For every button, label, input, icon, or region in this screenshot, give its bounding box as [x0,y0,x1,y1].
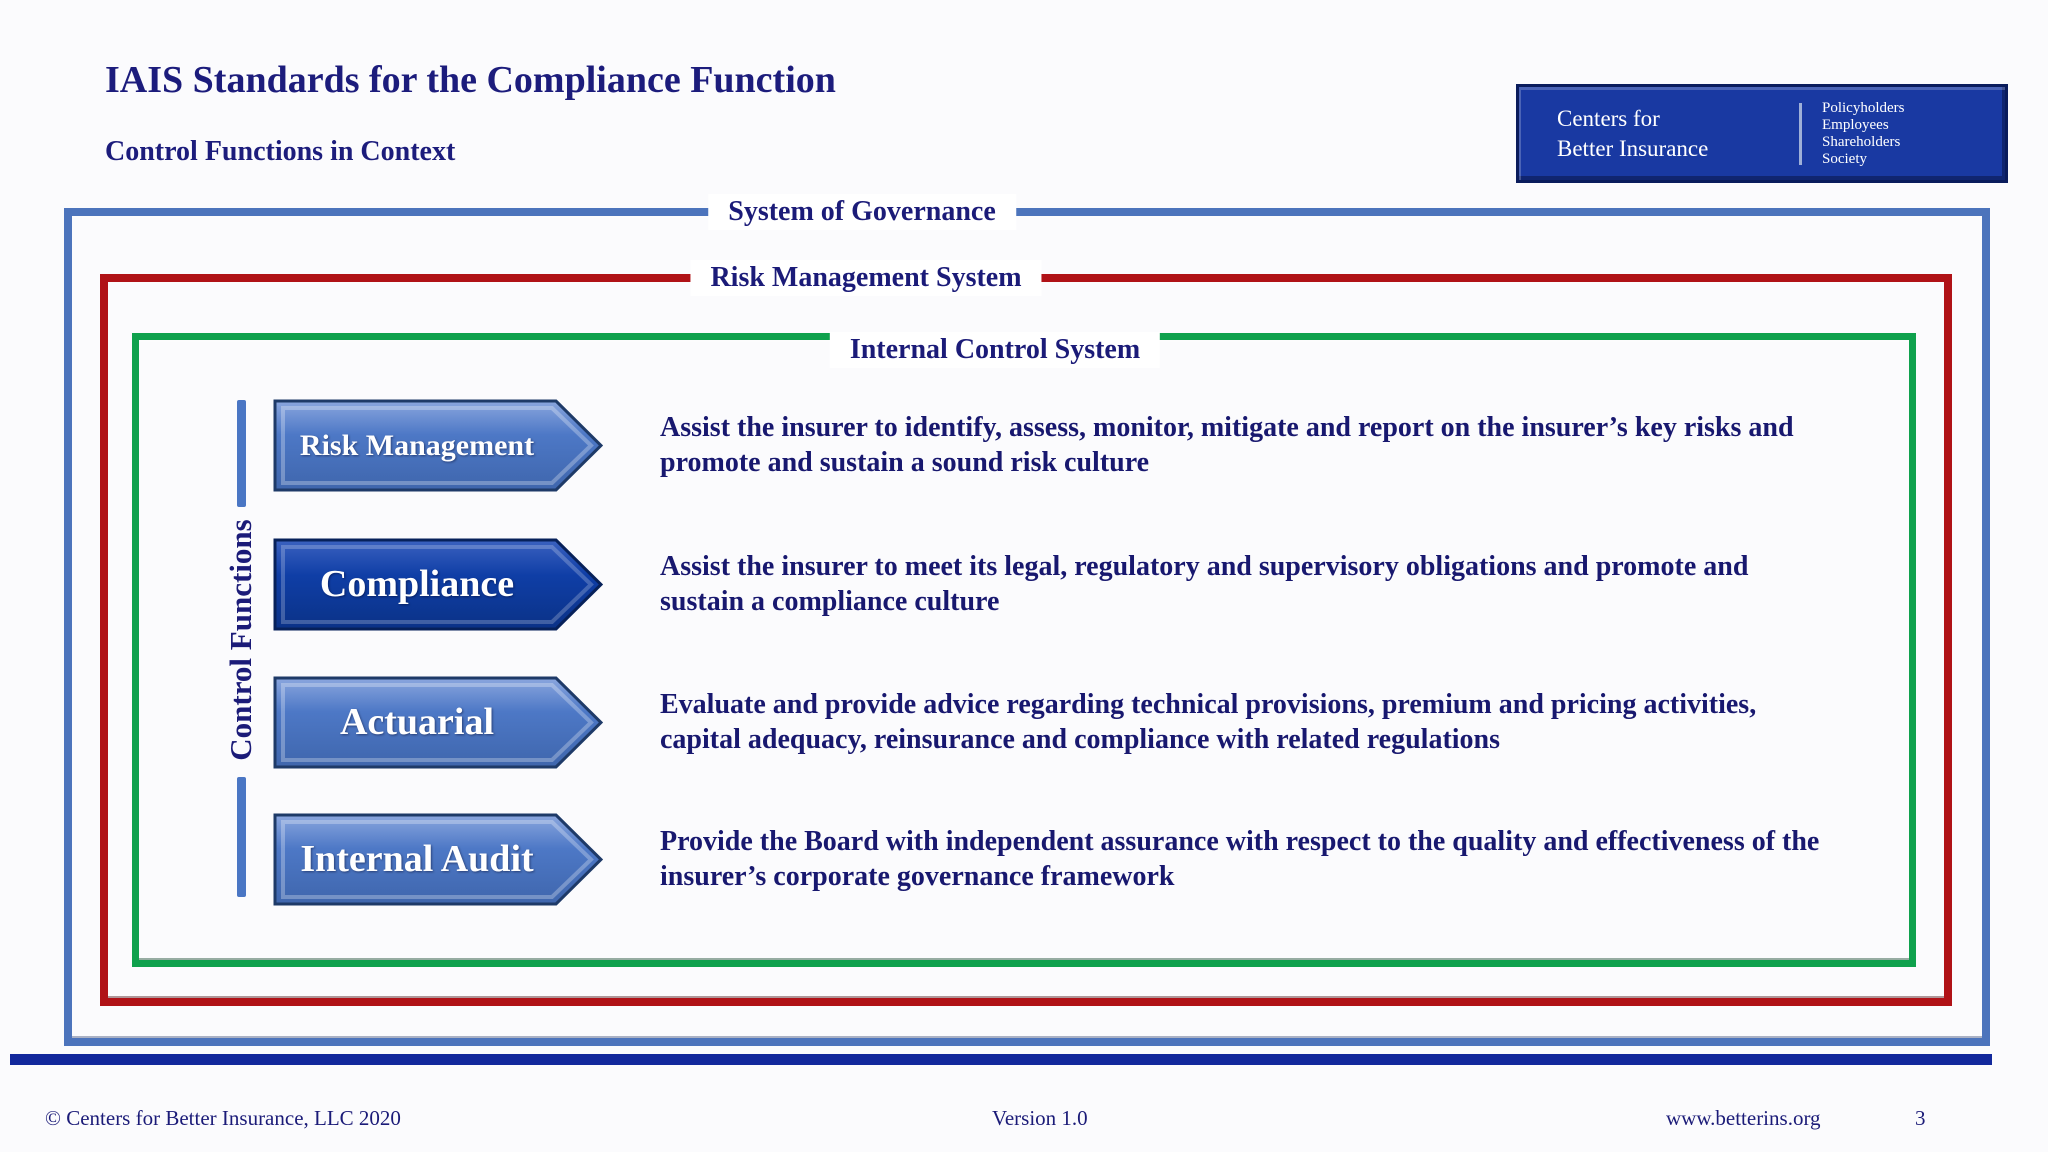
internal-control-system-label: Internal Control System [829,332,1161,368]
stakeholder-item: Policyholders [1822,99,1905,116]
page-title: IAIS Standards for the Compliance Functi… [105,59,836,101]
actuarial-arrow: Actuarial [273,676,603,769]
footer-website: www.betterins.org [1666,1106,1821,1130]
footer-divider-bar [10,1054,1992,1065]
bracket-line-top [237,400,246,507]
arrow-label: Internal Audit [300,837,534,880]
arrow-shape-icon [273,399,603,492]
arrow-label: Compliance [319,562,515,605]
risk-management-system-label: Risk Management System [690,260,1042,296]
system-of-governance-label: System of Governance [708,194,1016,230]
footer-version: Version 1.0 [992,1106,1088,1130]
footer-copyright: © Centers for Better Insurance, LLC 2020 [45,1106,401,1130]
risk-management-arrow: Risk Management [273,399,603,492]
compliance-arrow: Compliance [273,538,603,631]
actuarial-description: Evaluate and provide advice regarding te… [660,689,1757,755]
stakeholder-item: Shareholders [1822,133,1901,150]
arrow-shape-icon [273,813,603,906]
arrow-label: Actuarial [339,700,495,743]
internal-audit-description: Provide the Board with independent assur… [660,826,1820,892]
stakeholder-item: Society [1822,150,1867,167]
logo-company-name: Centers for Better Insurance [1557,104,1799,164]
arrow-shape-icon [273,538,603,631]
page-subtitle: Control Functions in Context [105,136,456,167]
logo-name-line2: Better Insurance [1557,135,1709,161]
stakeholder-item: Employees [1822,116,1889,133]
arrow-shape-icon [273,676,603,769]
internal-audit-arrow: Internal Audit [273,813,603,906]
arrow-label: Risk Management [299,429,535,462]
logo-stakeholder-list: Policyholders Employees Shareholders Soc… [1822,100,1905,168]
control-functions-axis-label: Control Functions [223,519,258,761]
compliance-description: Assist the insurer to meet its legal, re… [660,551,1749,617]
logo-name-line1: Centers for [1557,105,1660,131]
logo-divider [1799,102,1802,165]
footer-page-number: 3 [1915,1106,1926,1130]
system-of-governance-box [64,208,1990,1046]
company-logo: Centers for Better Insurance Policyholde… [1516,84,2008,183]
bracket-line-bottom [237,777,246,897]
risk-management-description: Assist the insurer to identify, assess, … [660,412,1794,478]
